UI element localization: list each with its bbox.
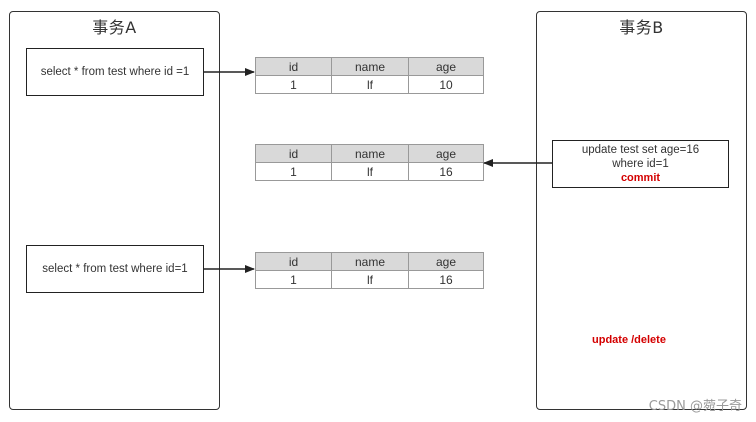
select-query-text-1: select * from test where id =1: [40, 66, 190, 78]
table-header-row: id name age: [255, 252, 484, 271]
cell-name: lf: [331, 270, 409, 289]
cell-id: 1: [255, 162, 332, 181]
header-name: name: [331, 144, 409, 163]
table-row: 1 lf 16: [255, 162, 484, 181]
cell-name: lf: [331, 162, 409, 181]
result-table-1: id name age 1 lf 10: [255, 57, 484, 94]
select-query-box-1: select * from test where id =1: [26, 48, 204, 96]
update-statement-line-2: where id=1: [612, 158, 669, 170]
table-row: 1 lf 16: [255, 270, 484, 289]
header-id: id: [255, 57, 332, 76]
table-row: 1 lf 10: [255, 75, 484, 94]
header-name: name: [331, 252, 409, 271]
select-query-box-2: select * from test where id=1: [26, 245, 204, 293]
header-id: id: [255, 252, 332, 271]
cell-id: 1: [255, 75, 332, 94]
update-statement-box: update test set age=16 where id=1 commit: [552, 140, 729, 188]
header-age: age: [408, 252, 484, 271]
cell-age: 16: [408, 162, 484, 181]
table-header-row: id name age: [255, 144, 484, 163]
cell-id: 1: [255, 270, 332, 289]
commit-label: commit: [620, 172, 661, 184]
transaction-b-panel: 事务B: [536, 11, 747, 410]
header-name: name: [331, 57, 409, 76]
table-header-row: id name age: [255, 57, 484, 76]
header-age: age: [408, 144, 484, 163]
csdn-watermark: CSDN @菀子奇: [648, 399, 742, 414]
cell-age: 16: [408, 270, 484, 289]
select-query-text-2: select * from test where id=1: [42, 263, 188, 275]
update-statement-line-1: update test set age=16: [581, 144, 700, 156]
cell-age: 10: [408, 75, 484, 94]
cell-name: lf: [331, 75, 409, 94]
header-id: id: [255, 144, 332, 163]
transaction-a-title: 事务A: [92, 18, 137, 37]
result-table-3: id name age 1 lf 16: [255, 252, 484, 289]
result-table-2: id name age 1 lf 16: [255, 144, 484, 181]
update-delete-note: update /delete: [592, 334, 666, 346]
transaction-b-title: 事务B: [619, 18, 664, 37]
header-age: age: [408, 57, 484, 76]
